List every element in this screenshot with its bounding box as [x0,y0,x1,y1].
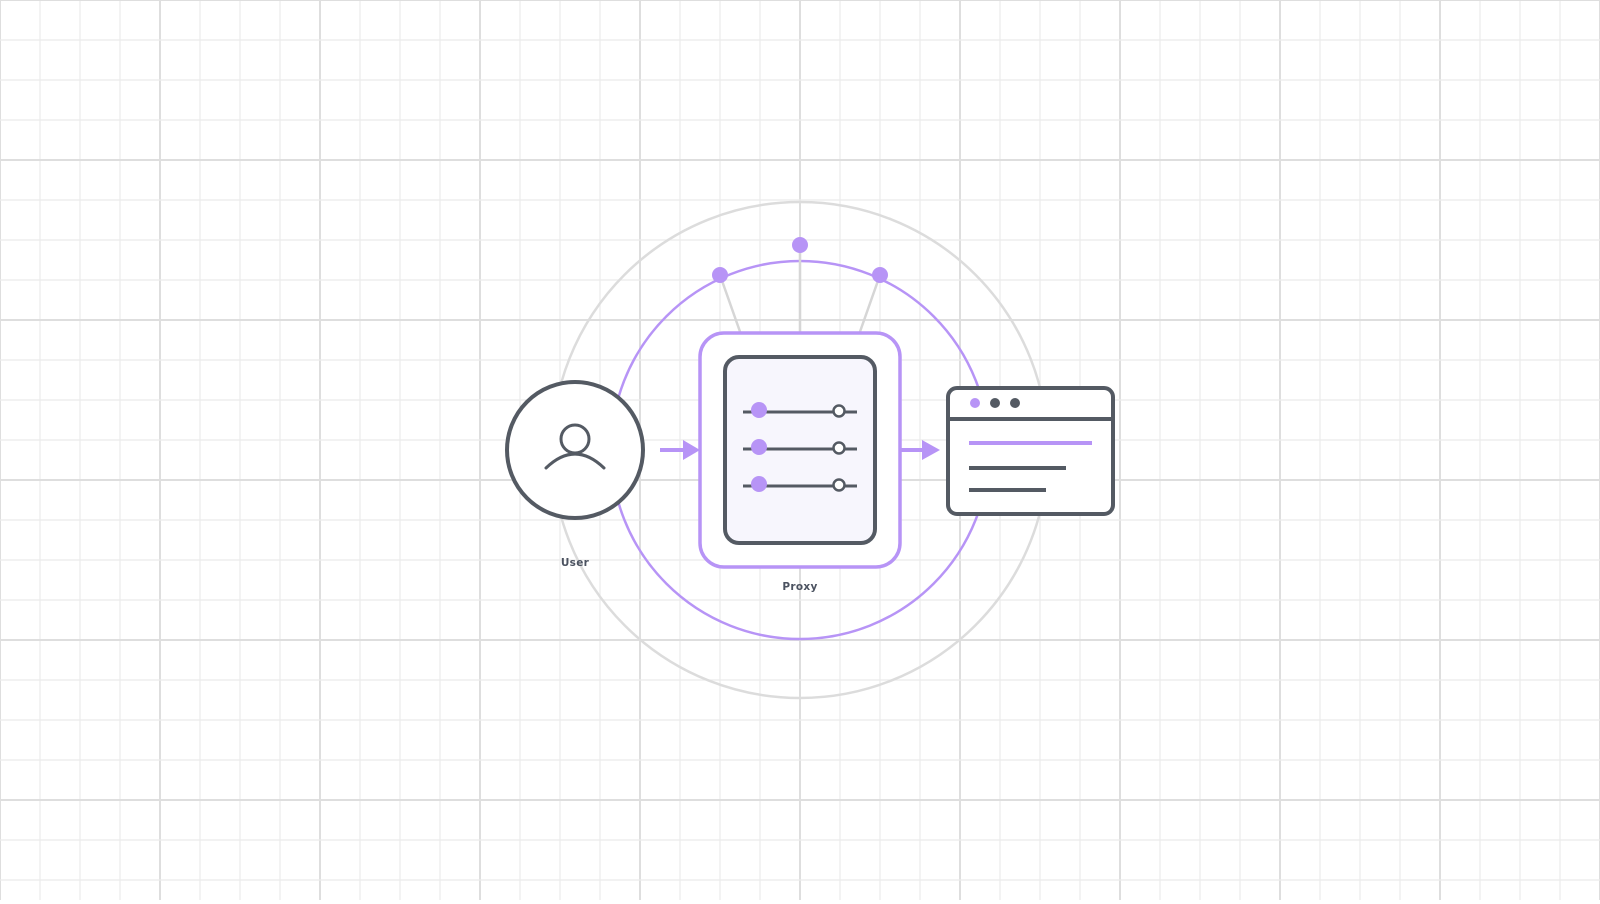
browser-dot-accent [970,398,980,408]
slider-row [743,402,857,418]
ring-node-right [872,267,888,283]
flow-arrow-user-to-proxy [660,440,700,460]
user-label: User [561,557,590,569]
user-icon [544,423,606,470]
browser-dot [990,398,1000,408]
user-node: User [505,380,645,569]
browser-dot [1010,398,1020,408]
slider-row [743,476,857,492]
proxy-node: Proxy [698,331,902,593]
ring-node-center [792,237,808,253]
proxy-label: Proxy [782,581,817,593]
sliders-icon [743,402,857,492]
ring-nodes [712,237,888,283]
slider-row [743,439,857,455]
ring-node-left [712,267,728,283]
user-node-circle [505,380,645,520]
browser-window-icon [946,386,1115,516]
